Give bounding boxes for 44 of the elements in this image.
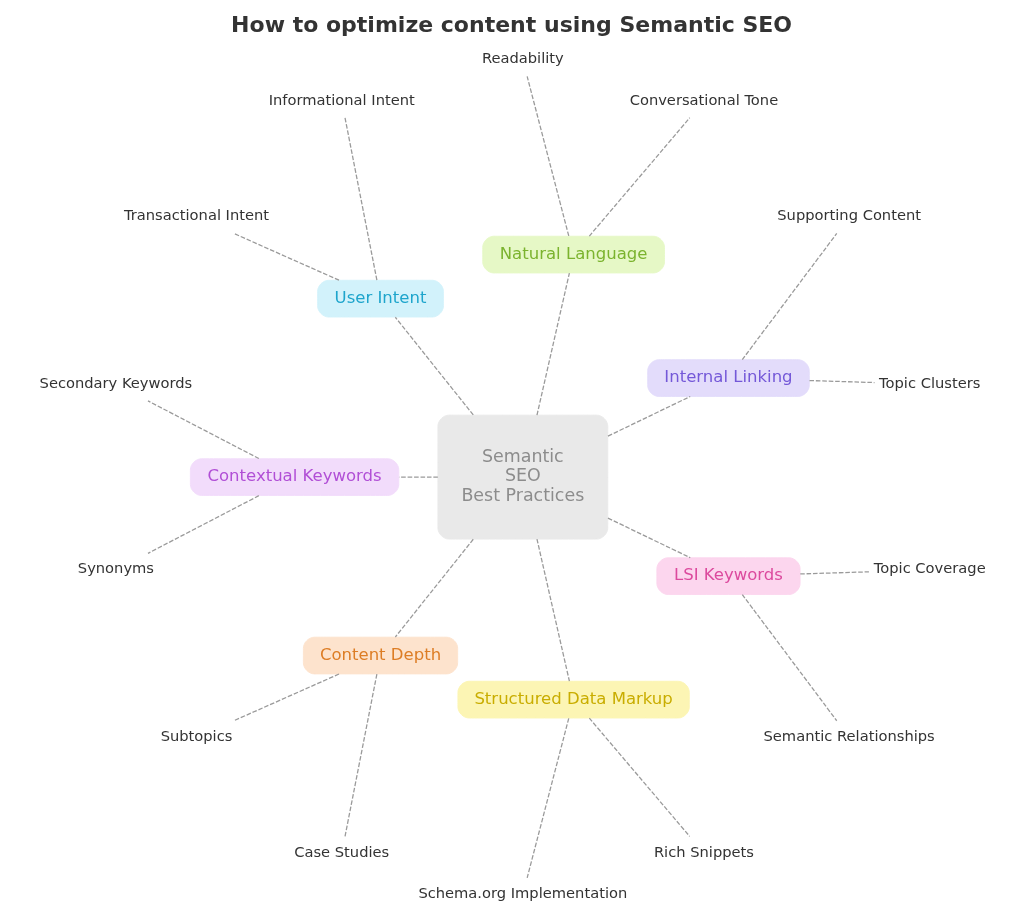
connector bbox=[526, 75, 569, 237]
connector bbox=[232, 232, 340, 281]
connector bbox=[741, 594, 837, 722]
connector bbox=[606, 517, 691, 559]
connector bbox=[741, 232, 837, 361]
node-box: LSI Keywords bbox=[655, 557, 801, 595]
connector bbox=[535, 538, 570, 682]
node-box: User Intent bbox=[316, 279, 444, 318]
node-box: Natural Language bbox=[481, 235, 665, 274]
connector bbox=[606, 395, 691, 437]
node-text: Case Studies bbox=[293, 842, 389, 860]
node-text: Secondary Keywords bbox=[39, 373, 192, 391]
connector bbox=[799, 571, 870, 575]
connector bbox=[397, 476, 438, 478]
node-text: Transactional Intent bbox=[123, 206, 269, 224]
node-text: Topic Clusters bbox=[878, 373, 980, 391]
node-text: Readability bbox=[481, 49, 564, 67]
connector bbox=[588, 117, 690, 237]
node-box: Content Depth bbox=[302, 636, 458, 675]
node-text: Informational Intent bbox=[268, 90, 415, 108]
connector bbox=[808, 379, 875, 384]
node-text: Conversational Tone bbox=[629, 90, 778, 108]
connector bbox=[343, 117, 377, 281]
node-box: Semantic SEO Best Practices bbox=[436, 414, 608, 540]
connector bbox=[526, 717, 569, 879]
connector bbox=[343, 673, 377, 838]
connector bbox=[146, 400, 259, 460]
node-text: Supporting Content bbox=[776, 206, 921, 224]
diagram-title: How to optimize content using Semantic SEO bbox=[230, 12, 792, 38]
node-text: Synonyms bbox=[77, 559, 154, 577]
node-box: Internal Linking bbox=[646, 359, 810, 397]
connector bbox=[146, 495, 259, 554]
node-text: Topic Coverage bbox=[873, 559, 986, 577]
connector bbox=[394, 316, 474, 416]
connector bbox=[535, 272, 570, 416]
connector bbox=[588, 717, 690, 838]
node-box: Contextual Keywords bbox=[189, 458, 399, 496]
node-text: Rich Snippets bbox=[653, 842, 754, 860]
connector bbox=[232, 673, 340, 722]
node-box: Structured Data Markup bbox=[456, 680, 690, 719]
connector bbox=[394, 538, 474, 638]
node-text: Semantic Relationships bbox=[763, 726, 935, 744]
node-text: Schema.org Implementation bbox=[417, 883, 627, 901]
node-text: Subtopics bbox=[160, 726, 232, 744]
